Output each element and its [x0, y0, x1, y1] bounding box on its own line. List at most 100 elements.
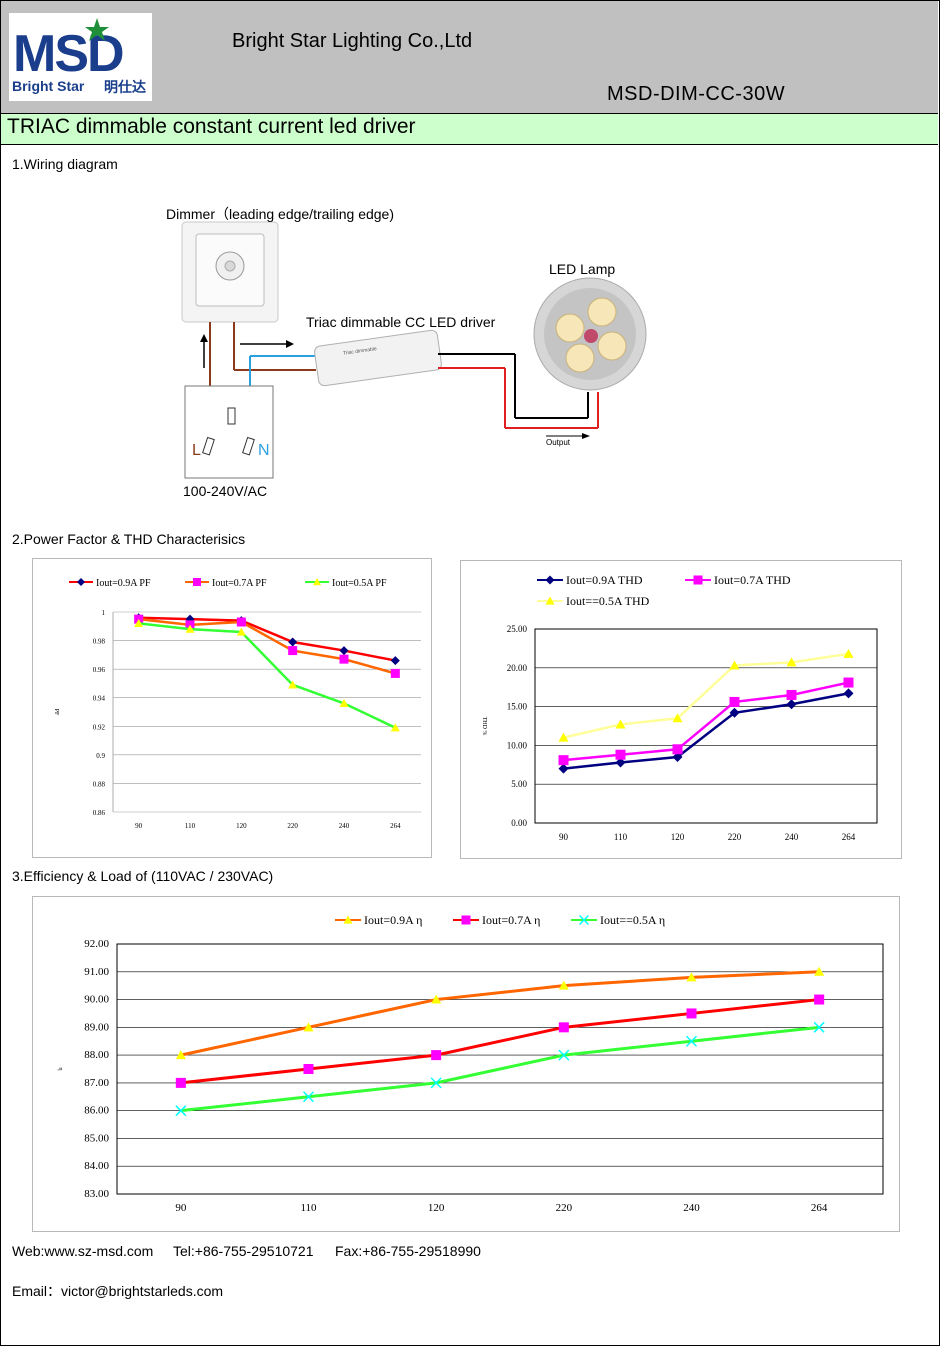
data-point	[185, 624, 195, 633]
x-tick-label: 220	[728, 832, 742, 842]
arrow-up-icon	[200, 334, 208, 342]
data-point	[175, 1077, 186, 1088]
data-point	[814, 994, 825, 1005]
series-line	[138, 622, 396, 729]
y-tick-label: 0.88	[93, 780, 106, 788]
legend-marker	[545, 575, 555, 585]
legend-marker	[77, 578, 85, 586]
x-tick-label: 90	[175, 1202, 187, 1214]
data-point	[558, 1022, 569, 1033]
y-tick-label: 0.86	[93, 809, 106, 817]
y-tick-label: 83.00	[84, 1188, 109, 1200]
y-tick-label: 86.00	[84, 1105, 109, 1117]
section-pf-thd-title: 2.Power Factor & THD Characterisics	[12, 531, 246, 547]
data-point	[431, 994, 442, 1004]
x-tick-label: 264	[390, 822, 401, 830]
y-axis-label: PF	[53, 709, 59, 716]
data-point	[786, 699, 797, 710]
y-tick-label: 90.00	[84, 994, 109, 1006]
legend-marker	[193, 578, 201, 586]
x-tick-label: 240	[785, 832, 799, 842]
data-point	[729, 696, 740, 707]
subtitle-bar: TRIAC dimmable constant current led driv…	[1, 113, 938, 145]
legend-label: Iout=0.7A PF	[212, 578, 267, 589]
data-point	[390, 668, 400, 678]
y-tick-label: 0.9	[96, 752, 105, 760]
logo-brand: Bright Star	[12, 78, 85, 94]
driver-label: Triac dimmable CC LED driver	[306, 314, 496, 330]
data-point	[339, 646, 349, 656]
data-point	[843, 688, 854, 699]
y-tick-label: 15.00	[507, 702, 528, 712]
data-point	[431, 1050, 442, 1061]
series-line	[563, 692, 849, 770]
y-tick-label: 92.00	[84, 938, 109, 950]
footer-email: Email：victor@brightstarleds.com	[12, 1283, 224, 1299]
x-tick-label: 110	[185, 822, 196, 830]
legend-marker	[461, 915, 471, 925]
x-tick-label: 240	[339, 822, 350, 830]
data-point	[558, 755, 569, 766]
efficiency-chart: 83.0084.0085.0086.0087.0088.0089.0090.00…	[57, 913, 884, 1214]
arrow-right-icon	[286, 340, 294, 348]
wiring-diagram: L N Triac dimmable	[181, 221, 647, 479]
footer-web: Web:www.sz-msd.com	[12, 1243, 154, 1259]
model-number: MSD-DIM-CC-30W	[607, 83, 786, 105]
data-point	[786, 657, 797, 667]
legend-label: Iout=0.9A THD	[566, 573, 643, 587]
legend-label: Iout=0.7A η	[482, 913, 540, 927]
data-point	[786, 689, 797, 700]
data-point	[729, 660, 740, 670]
data-point	[843, 648, 854, 658]
x-tick-label: 90	[135, 822, 143, 830]
x-tick-label: 110	[300, 1202, 317, 1214]
data-point	[558, 732, 569, 742]
legend-label: Iout==0.5A THD	[566, 594, 650, 608]
y-tick-label: 0.00	[511, 818, 527, 828]
data-point	[185, 614, 195, 624]
company-logo: MSD Bright Star 明仕达	[9, 13, 152, 101]
x-tick-label: 120	[428, 1202, 445, 1214]
data-point	[558, 980, 569, 990]
y-tick-label: 89.00	[84, 1021, 109, 1033]
data-point	[615, 757, 626, 768]
y-axis-label: η	[57, 1067, 63, 1070]
x-tick-label: 240	[683, 1202, 700, 1214]
x-tick-label: 220	[287, 822, 298, 830]
y-tick-label: 85.00	[84, 1132, 109, 1144]
data-point	[339, 654, 349, 664]
data-point	[813, 1021, 825, 1033]
header-bar: MSD Bright Star 明仕达 Bright Star Lighting…	[1, 1, 938, 113]
legend-label: Iout=0.7A THD	[714, 573, 791, 587]
x-tick-label: 110	[614, 832, 628, 842]
logo-cn: 明仕达	[104, 79, 146, 96]
x-tick-label: 264	[811, 1202, 828, 1214]
x-tick-label: 90	[559, 832, 569, 842]
x-tick-label: 120	[671, 832, 685, 842]
y-tick-label: 88.00	[84, 1049, 109, 1061]
data-point	[134, 618, 144, 628]
y-tick-label: 0.94	[93, 695, 106, 703]
data-point	[175, 1050, 186, 1060]
y-tick-label: 1	[102, 609, 106, 617]
legend-marker	[313, 578, 321, 586]
y-tick-label: 20.00	[507, 663, 528, 673]
series-line	[180, 1025, 820, 1113]
msd-logo-icon: MSD Bright Star 明仕达	[12, 18, 146, 96]
data-point	[672, 713, 683, 723]
legend-marker	[578, 914, 590, 926]
data-point	[843, 677, 854, 688]
data-point	[175, 1105, 187, 1117]
series-line	[138, 617, 396, 675]
data-point	[390, 723, 400, 732]
y-tick-label: 0.92	[93, 723, 106, 731]
section-efficiency-title: 3.Efficiency & Load of (110VAC / 230VAC)	[12, 868, 274, 884]
data-point	[686, 972, 697, 982]
data-point	[430, 1077, 442, 1089]
section-wiring-title: 1.Wiring diagram	[12, 156, 118, 172]
y-tick-label: 87.00	[84, 1077, 109, 1089]
driver-print: Triac dimmable	[343, 346, 378, 357]
legend-label: Iout=0.5A PF	[332, 578, 387, 589]
